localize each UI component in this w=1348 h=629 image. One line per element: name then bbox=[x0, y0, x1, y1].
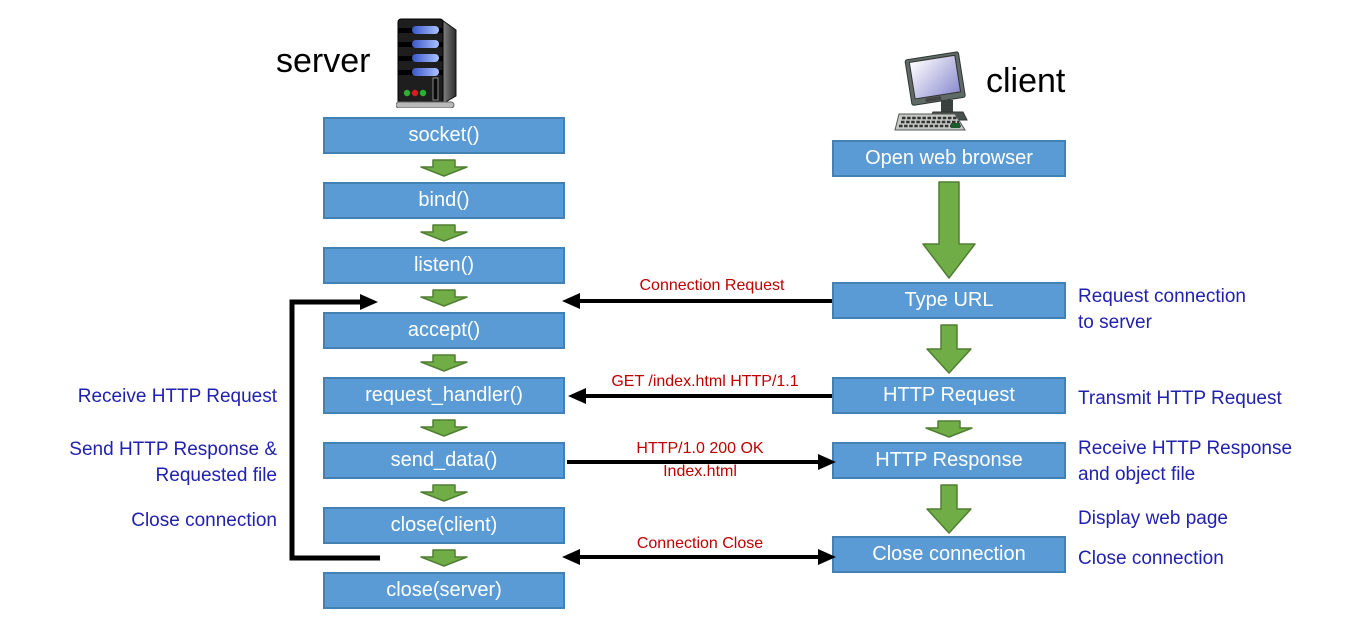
down-arrow-icon bbox=[926, 324, 972, 374]
get-request-label: GET /index.html HTTP/1.1 bbox=[611, 373, 799, 390]
down-arrow-icon bbox=[420, 419, 468, 437]
client-annotation-transmit-request: Transmit HTTP Request bbox=[1078, 388, 1282, 409]
client-step-open-browser: Open web browser bbox=[832, 140, 1066, 177]
server-step-accept: accept() bbox=[323, 312, 565, 349]
server-step-request-handler: request_handler() bbox=[323, 377, 565, 414]
down-arrow-icon bbox=[420, 289, 468, 307]
client-step-type-url: Type URL bbox=[832, 282, 1066, 319]
down-arrow-icon bbox=[925, 420, 973, 438]
client-annotation-display-page: Display web page bbox=[1078, 508, 1228, 529]
server-step-close-client: close(client) bbox=[323, 507, 565, 544]
server-step-close-server: close(server) bbox=[323, 572, 565, 609]
down-arrow-icon bbox=[922, 181, 976, 279]
response-status-label: HTTP/1.0 200 OK bbox=[636, 440, 764, 457]
client-step-http-response: HTTP Response bbox=[832, 442, 1066, 479]
connection-request-label: Connection Request bbox=[639, 277, 785, 294]
client-title: client bbox=[986, 62, 1066, 100]
down-arrow-icon bbox=[420, 484, 468, 502]
down-arrow-icon bbox=[926, 484, 972, 534]
server-step-socket: socket() bbox=[323, 117, 565, 154]
down-arrow-icon bbox=[420, 159, 468, 177]
desktop-computer-icon bbox=[893, 44, 975, 136]
client-annotation-close-connection: Close connection bbox=[1078, 548, 1224, 569]
client-step-http-request: HTTP Request bbox=[832, 377, 1066, 414]
connection-request-arrow bbox=[562, 293, 832, 309]
client-annotation-receive-response: Receive HTTP Response and object file bbox=[1078, 438, 1293, 485]
server-step-bind: bind() bbox=[323, 182, 565, 219]
server-annotation-close-connection: Close connection bbox=[131, 510, 277, 531]
server-tower-icon bbox=[396, 16, 460, 108]
client-annotation-request-connection: Request connection to server bbox=[1078, 286, 1246, 333]
server-annotation-send-response: Send HTTP Response & Requested file bbox=[69, 439, 277, 486]
server-step-send-data: send_data() bbox=[323, 442, 565, 479]
down-arrow-icon bbox=[420, 224, 468, 242]
down-arrow-icon bbox=[420, 549, 468, 567]
server-annotation-receive-request: Receive HTTP Request bbox=[77, 386, 277, 407]
down-arrow-icon bbox=[420, 354, 468, 372]
connection-close-label: Connection Close bbox=[636, 535, 764, 552]
response-file-label: Index.html bbox=[663, 463, 737, 480]
client-step-close-connection: Close connection bbox=[832, 536, 1066, 573]
server-title: server bbox=[276, 42, 371, 80]
server-step-listen: listen() bbox=[323, 247, 565, 284]
